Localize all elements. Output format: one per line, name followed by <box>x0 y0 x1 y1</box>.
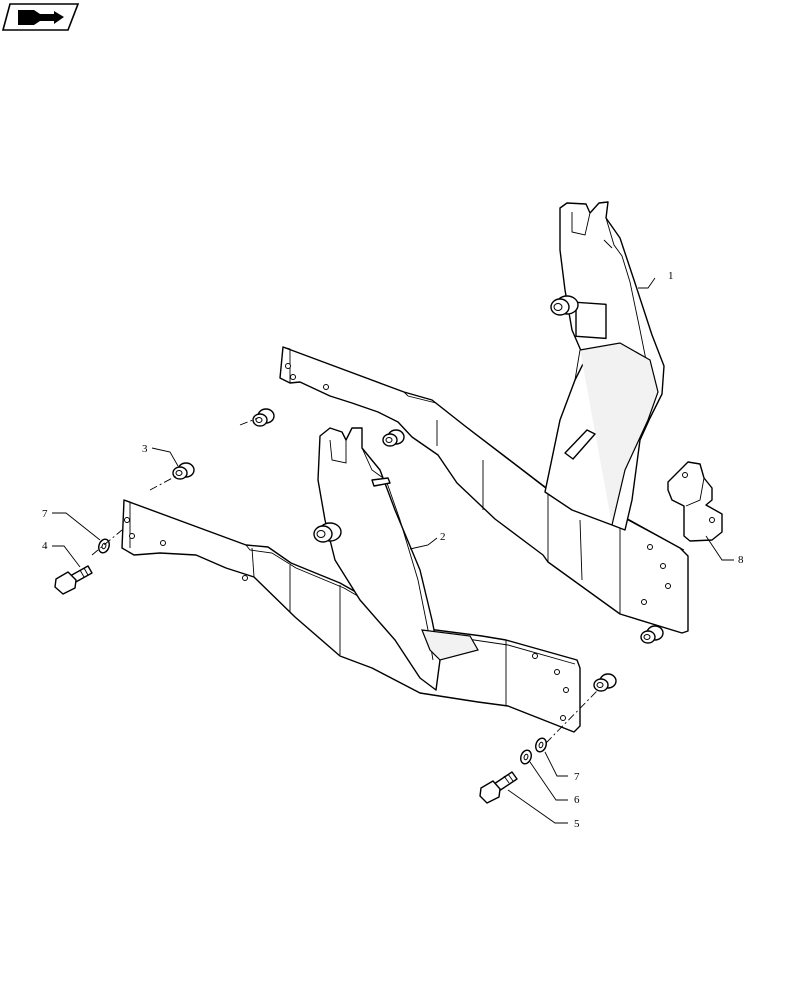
rear-frame-rail <box>279 346 689 634</box>
leader-lines <box>52 277 734 824</box>
assembly-centerlines <box>91 417 599 744</box>
spacer-rear-right <box>640 625 664 644</box>
front-bracket <box>313 427 479 691</box>
mounting-plate <box>667 461 723 542</box>
callout-4: 4 <box>42 540 48 552</box>
spacer-front-right <box>593 673 617 692</box>
spacer-3 <box>172 462 195 480</box>
rear-bracket <box>544 201 665 531</box>
callout-1: 1 <box>668 270 674 282</box>
callout-5: 5 <box>574 818 580 830</box>
callout-8: 8 <box>738 554 744 566</box>
bolt-right <box>479 771 518 804</box>
callout-2: 2 <box>440 531 446 543</box>
callout-6: 6 <box>574 794 580 806</box>
washer-right <box>535 737 547 753</box>
callout-labels: 1 2 3 4 5 6 7 7 8 <box>42 270 744 830</box>
washer-left <box>98 538 110 554</box>
callout-7-right: 7 <box>574 771 580 783</box>
spacer-mid <box>382 429 405 447</box>
bolt-left <box>54 565 93 595</box>
callout-3: 3 <box>142 443 148 455</box>
rear-bracket-bushing <box>550 295 579 316</box>
front-bracket-bushing <box>313 522 342 543</box>
lock-washer-right <box>520 749 532 765</box>
callout-7-left: 7 <box>42 508 48 520</box>
spacer-rear-left <box>252 408 275 427</box>
front-frame-rail <box>121 499 581 733</box>
arrow-badge-icon <box>1 3 80 31</box>
